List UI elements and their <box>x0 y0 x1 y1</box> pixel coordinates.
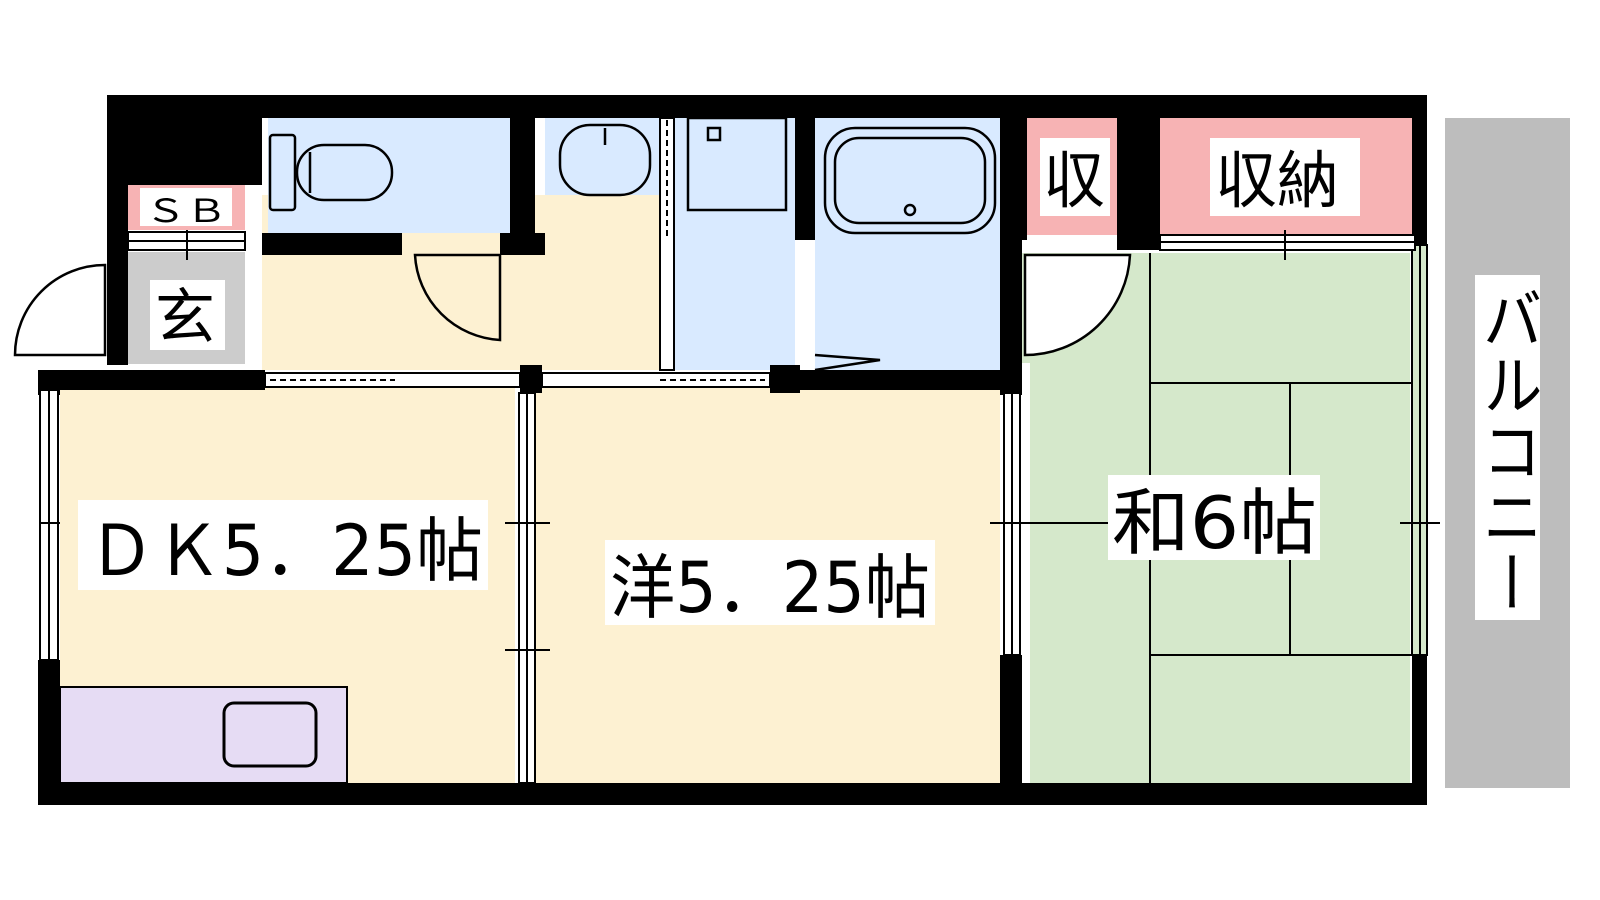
bathtub <box>823 126 997 235</box>
sink-icon <box>222 701 318 768</box>
japanese-room-label: 和6帖 <box>1112 481 1317 565</box>
washing-machine-space <box>686 116 788 212</box>
dk-label: ＤＫ5．25帖 <box>88 510 483 592</box>
western-room-label: 洋5．25帖 <box>610 547 930 629</box>
shoe-box-label: ＳＢ <box>145 192 227 230</box>
fixtures <box>268 116 997 372</box>
door-swings <box>13 253 1132 357</box>
balcony-label: バルコニー <box>1472 285 1542 615</box>
openings <box>39 117 1428 784</box>
toilet-seat <box>295 143 394 202</box>
washroom-floor-lower <box>668 195 795 370</box>
storage-label: 収納 <box>1215 144 1339 217</box>
entrance-label: 玄 <box>155 283 215 353</box>
bathroom-floor <box>815 118 1000 370</box>
tick-marks <box>40 230 1440 651</box>
storage-small-label: 収 <box>1043 144 1105 217</box>
toilet-door <box>413 253 502 342</box>
toilet-tank <box>268 133 297 212</box>
entrance-door <box>13 263 107 357</box>
toilet-floor <box>268 118 510 233</box>
wash-basin <box>558 123 652 197</box>
walls <box>38 95 1427 805</box>
room-labels: ＤＫ5．25帖 洋5．25帖 和6帖 収 収納 ＳＢ 玄 バルコニー <box>78 138 1542 629</box>
tatami-door <box>1023 253 1132 357</box>
